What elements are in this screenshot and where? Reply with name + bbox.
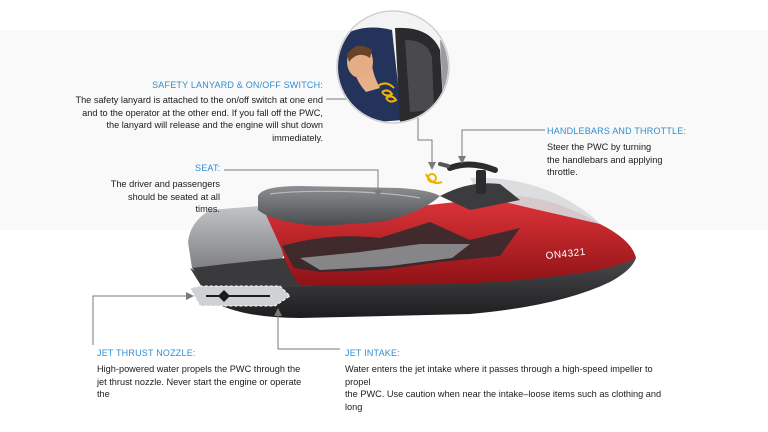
lanyard-title: SAFETY LANYARD & ON/OFF SWITCH:: [152, 80, 323, 90]
hull-stripe: [300, 244, 470, 270]
callout-arrowheads: [186, 156, 466, 316]
handlebars-title: HANDLEBARS AND THROTTLE:: [547, 126, 687, 136]
lanyard-inset: [336, 10, 450, 124]
seat-line: times.: [195, 204, 220, 214]
handlebars: [438, 161, 498, 194]
intake-line: propel: [345, 376, 371, 387]
nozzle-marker: [218, 290, 230, 302]
nozzle-title: JET THRUST NOZZLE:: [97, 348, 196, 358]
nozzle-line: jet thrust nozzle. Never start the engin…: [97, 376, 302, 387]
handlebars-line: the handlebars and applying: [547, 154, 663, 165]
hull-registration: ON4321: [545, 247, 586, 262]
nozzle-line: the: [97, 389, 110, 399]
intake-title: JET INTAKE:: [345, 348, 400, 358]
seat-highlight: [269, 190, 421, 199]
intake-line: the PWC. Use caution when near the intak…: [345, 389, 662, 399]
lanyard-line: and to the operator at the other end. If…: [82, 107, 323, 118]
nozzle-line: High-powered water propels the PWC throu…: [97, 364, 301, 374]
lanyard-key: [425, 173, 443, 185]
rear-step: [192, 258, 300, 288]
intake-line: long: [345, 401, 363, 412]
handlebars-description: Steer the PWC by turning the handlebars …: [547, 141, 707, 179]
intake-description: Water enters the jet intake where it pas…: [345, 363, 685, 413]
seat-description: The driver and passengers should be seat…: [80, 178, 220, 216]
seat-line: The driver and passengers: [110, 179, 220, 189]
nozzle-description: High-powered water propels the PWC throu…: [97, 363, 337, 401]
seat-line: should be seated at all: [128, 191, 220, 202]
lower-hull: [190, 258, 636, 318]
intake-line: Water enters the jet intake where it pas…: [345, 364, 653, 374]
seat-title: SEAT:: [195, 163, 221, 173]
console: [440, 183, 520, 210]
handlebars-line: throttle.: [547, 167, 578, 177]
lanyard-description: The safety lanyard is attached to the on…: [33, 94, 323, 144]
lanyard-line: immediately.: [272, 132, 323, 143]
lanyard-line: The safety lanyard is attached to the on…: [75, 95, 323, 105]
seat: [258, 186, 440, 226]
handlebars-line: Steer the PWC by turning: [547, 142, 652, 152]
lanyard-line: the lanyard will release and the engine …: [106, 120, 323, 130]
